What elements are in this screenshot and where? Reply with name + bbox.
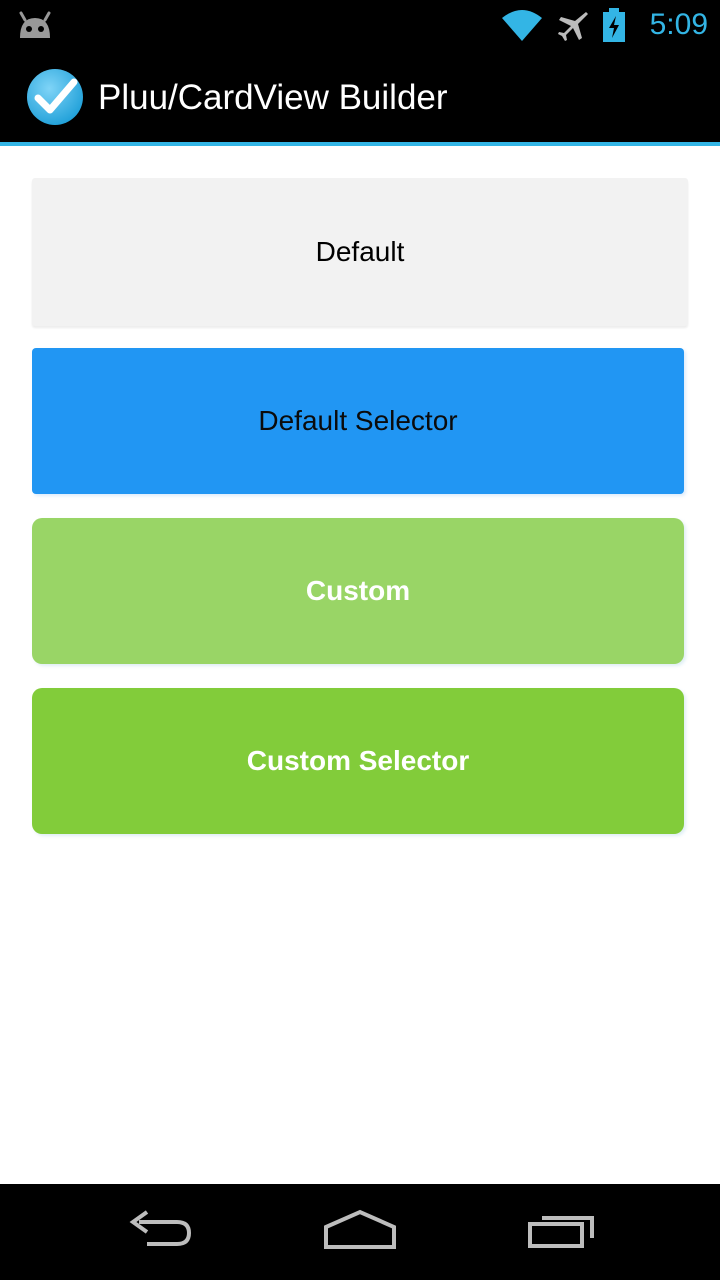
battery-charging-icon [602, 8, 626, 46]
android-icon [16, 10, 54, 44]
home-button[interactable] [280, 1184, 440, 1280]
card-label: Custom Selector [246, 745, 470, 776]
back-button[interactable] [80, 1184, 240, 1280]
action-bar: Pluu/CardView Builder [0, 50, 720, 146]
card-label: Custom [305, 575, 411, 606]
status-bar: 5:09 [0, 0, 720, 50]
wifi-icon [500, 8, 544, 46]
airplane-mode-icon [558, 10, 590, 46]
navigation-bar [0, 1184, 720, 1280]
card-label: Default Selector [258, 405, 458, 436]
card-custom-selector[interactable]: Custom Selector [32, 688, 684, 834]
card-label: Default [315, 236, 405, 267]
card-custom[interactable]: Custom [32, 518, 684, 664]
status-clock: 5:09 [649, 8, 708, 41]
back-icon [125, 1210, 195, 1254]
app-title: Pluu/CardView Builder [98, 78, 448, 117]
card-default[interactable]: Default [32, 178, 688, 326]
recents-button[interactable] [482, 1184, 642, 1280]
card-default-selector[interactable]: Default Selector [32, 348, 684, 494]
home-icon [322, 1209, 398, 1255]
checkmark-icon[interactable] [26, 68, 84, 130]
recents-icon [526, 1210, 598, 1254]
